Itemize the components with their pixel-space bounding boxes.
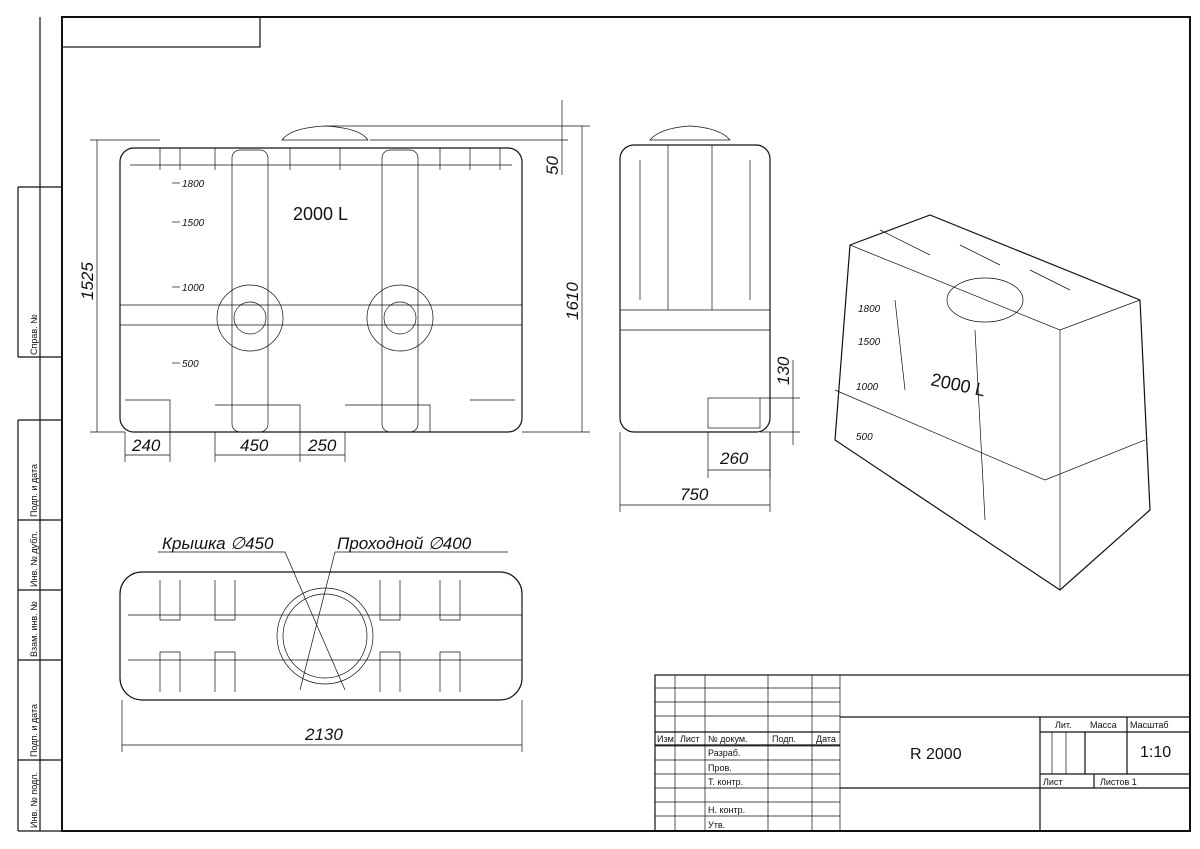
iso-scale-1000: 1000 (856, 382, 879, 393)
tb-designation: R 2000 (910, 746, 962, 763)
dim-50: 50 (543, 156, 562, 175)
tb-role-utv: Утв. (708, 820, 725, 830)
strip-inv-podl: Инв. № подл. (29, 772, 39, 828)
dim-1610: 1610 (563, 282, 582, 320)
dim-130: 130 (774, 356, 793, 385)
title-block: Изм. Лист № докум. Подп. Дата Разраб. Пр… (654, 674, 1191, 832)
scale-mark-1500: 1500 (182, 218, 205, 229)
tb-scale-label: Масштаб (1130, 720, 1169, 730)
scale-mark-1800: 1800 (182, 179, 205, 190)
dim-1525: 1525 (78, 262, 97, 300)
strip-inv-dubl: Инв. № дубл. (29, 531, 39, 587)
iso-scale-1500: 1500 (858, 337, 881, 348)
strip-vzam-inv: Взам. инв. № (29, 601, 39, 657)
tb-header-date: Дата (816, 734, 836, 744)
tb-lit: Лит. (1055, 720, 1072, 730)
top-view: Крышка ∅450 Проходной ∅400 2130 (119, 534, 523, 752)
dim-750: 750 (680, 485, 709, 504)
strip-sprav-no: Справ. № (29, 314, 39, 355)
front-view: 2000 L 1800 1500 1000 500 1525 1610 50 2… (78, 100, 590, 462)
dim-250: 250 (307, 436, 337, 455)
tb-role-nkontr: Н. контр. (708, 805, 745, 815)
isometric-view: 2000 L 1800 1500 1000 500 (834, 214, 1151, 591)
tb-role-razrab: Разраб. (708, 748, 740, 758)
lid-label: Крышка ∅450 (162, 534, 274, 553)
scale-mark-1000: 1000 (182, 283, 205, 294)
tb-header-doc: № докум. (708, 734, 748, 744)
tb-header-izm: Изм. (657, 734, 676, 744)
front-volume-label: 2000 L (293, 204, 348, 224)
passage-label: Проходной ∅400 (337, 534, 472, 553)
dim-450: 450 (240, 436, 269, 455)
iso-scale-500: 500 (856, 432, 873, 443)
tb-sheets: Листов 1 (1100, 777, 1137, 787)
tb-sheet: Лист (1043, 777, 1063, 787)
dim-2130: 2130 (304, 725, 343, 744)
iso-scale-1800: 1800 (858, 304, 881, 315)
scale-mark-500: 500 (182, 359, 199, 370)
strip-podp-data-1: Подп. и дата (29, 464, 39, 517)
tb-header-list: Лист (680, 734, 700, 744)
side-strip: Справ. № Подп. и дата Инв. № дубл. Взам.… (17, 17, 62, 832)
tb-header-podp: Подп. (772, 734, 796, 744)
tb-role-tkontr: Т. контр. (708, 777, 743, 787)
sheet-frame (61, 16, 1191, 832)
iso-volume-label: 2000 L (929, 369, 987, 400)
corner-stamp-box (61, 16, 261, 48)
dim-260: 260 (719, 449, 749, 468)
side-view: 130 260 750 (619, 125, 800, 512)
dim-240: 240 (131, 436, 161, 455)
tb-role-prov: Пров. (708, 763, 732, 773)
strip-podp-data-2: Подп. и дата (29, 704, 39, 757)
tb-mass: Масса (1090, 720, 1117, 730)
tb-scale: 1:10 (1140, 744, 1171, 761)
